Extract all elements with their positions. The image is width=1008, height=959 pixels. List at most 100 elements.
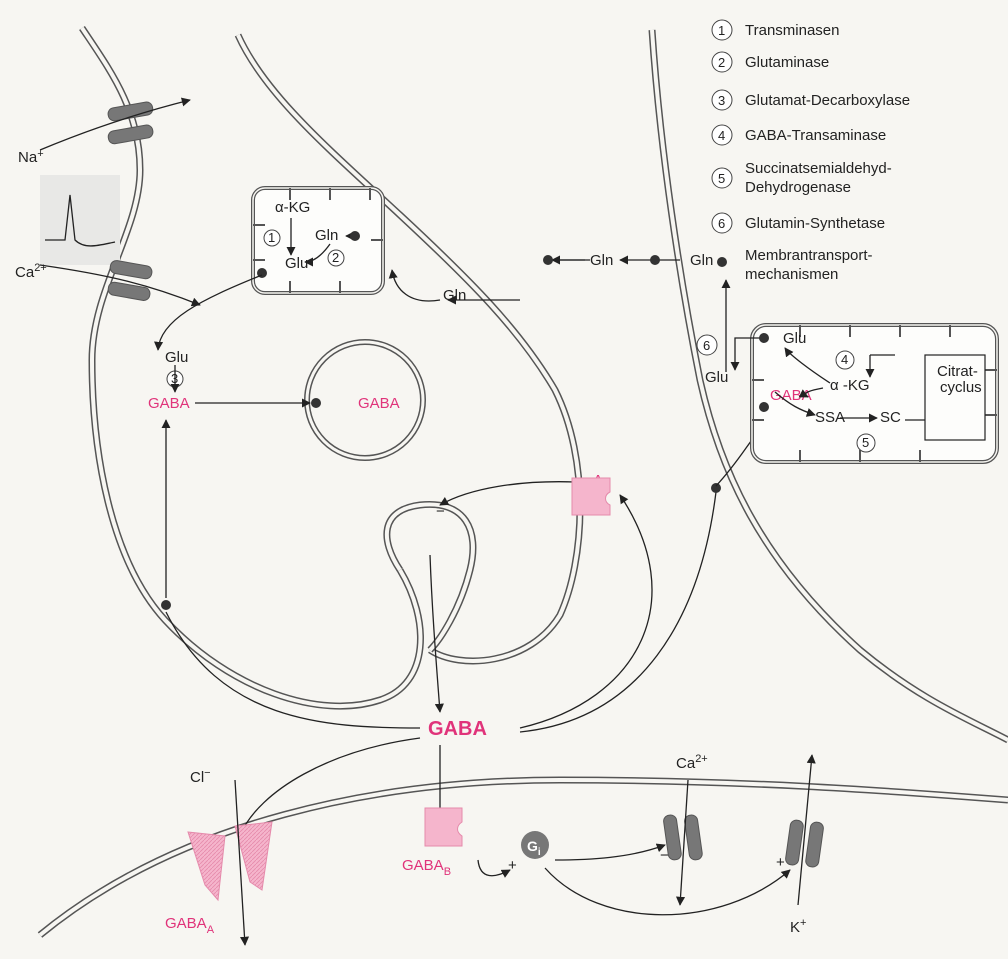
gln-cleft-label: Gln	[590, 252, 613, 269]
action-potential-inset	[40, 175, 120, 265]
legend-circle-6	[711, 212, 733, 234]
mito-akg-label: α-KG	[275, 199, 310, 216]
step-1-number: 1	[268, 230, 275, 245]
arrow-ca-postsynaptic	[675, 779, 689, 906]
ca-channel-postsynaptic	[663, 814, 703, 861]
step-2-circle	[327, 249, 345, 267]
legend: 1 Transminasen 2 Glutaminase 3 Glutamat-…	[711, 19, 910, 283]
k-channel	[785, 819, 824, 868]
step-4-circle	[835, 350, 855, 370]
arrow-glu-export	[730, 337, 764, 371]
cl-ion-label: Cl−	[190, 767, 211, 786]
legend-num-4: 4	[718, 128, 725, 143]
arrow-gabab-to-gi	[477, 859, 511, 878]
legend-num-1: 1	[718, 23, 725, 38]
arrow-gaba-reuptake-neuron	[165, 611, 421, 729]
arrow-gaba-to-ssa	[774, 391, 816, 417]
arrow-k-efflux	[797, 754, 816, 906]
gaba-synaptic-cleft-label: GABA	[428, 718, 487, 740]
glia-glu-in-label: Glu	[783, 330, 806, 347]
gaba-vesicle-label: GABA	[358, 395, 400, 412]
arrow-ca-influx	[39, 264, 201, 307]
gabaa-receptor	[187, 821, 273, 902]
arrow-autoreceptor-feedback	[439, 481, 577, 506]
transport-dot-mito-gln	[350, 231, 360, 241]
legend-transport-dot	[717, 257, 727, 267]
legend-transport-label-a: Membrantransport-	[745, 247, 873, 264]
gln-glia-out-label: Gln	[690, 252, 713, 269]
k-activation-plus: +	[776, 854, 785, 871]
step-6-circle	[696, 334, 718, 356]
arrow-gi-to-ca-channel	[554, 843, 666, 861]
transport-dot-glia-glu	[759, 333, 769, 343]
arrow-na-influx	[39, 97, 191, 151]
gi-protein	[521, 831, 549, 859]
gi-protein-label: Gi	[527, 838, 541, 858]
transport-dot-terminal-gln	[543, 255, 553, 265]
step-4-number: 4	[841, 352, 848, 367]
mitochondrion-glia	[750, 323, 999, 464]
arrow-gaba-to-glia	[519, 491, 717, 733]
citrat-label-2: cyclus	[940, 379, 982, 396]
autoreceptor-inhibition-sign: −	[436, 503, 445, 520]
step-1-circle	[263, 229, 281, 247]
legend-circle-2	[711, 51, 733, 73]
legend-label-4: GABA-Transaminase	[745, 127, 886, 144]
presynaptic-terminal-membrane	[234, 33, 584, 665]
citrat-label-1: Citrat-	[937, 363, 978, 380]
k-ion-label: K+	[790, 917, 806, 936]
gabab-receptor-label: GABAB	[402, 857, 451, 878]
legend-transport-label-b: mechanismen	[745, 266, 838, 283]
step-5-number: 5	[862, 435, 869, 450]
legend-label-5b: Dehydrogenase	[745, 179, 851, 196]
citrate-cycle-box	[924, 354, 986, 441]
mitochondrion-left	[251, 186, 385, 295]
arrow-gaba-to-gabaa	[239, 737, 421, 836]
gi-activation-plus: +	[508, 857, 517, 874]
step-2-number: 2	[332, 250, 339, 265]
arrow-cl-influx	[234, 779, 250, 946]
glia-akg-label: α -KG	[830, 377, 870, 394]
arrow-mito-glu-to-cyto	[154, 274, 263, 351]
arrow-gln-to-mito	[388, 269, 441, 302]
legend-label-3: Glutamat-Decarboxylase	[745, 92, 910, 109]
arrow-akg-to-glu	[784, 347, 831, 384]
legend-label-2: Glutaminase	[745, 54, 829, 71]
legend-num-5: 5	[718, 171, 725, 186]
gabab-receptor	[424, 807, 463, 847]
na-ion-label: Na+	[18, 148, 44, 166]
step-5-circle	[856, 433, 876, 453]
autoreceptor-a	[571, 477, 611, 516]
glia-sc-label: SC	[880, 409, 901, 426]
legend-circle-4	[711, 124, 733, 146]
gaba-cytoplasm-label: GABA	[148, 395, 190, 412]
gln-cyto-label: Gln	[443, 287, 466, 304]
legend-label-5a: Succinatsemialdehyd-	[745, 160, 892, 177]
glial-cell-membrane	[648, 29, 1008, 744]
presynaptic-axon-membrane	[79, 26, 424, 710]
na-channel	[107, 101, 154, 145]
ca-ion-label-postsynaptic: Ca2+	[676, 753, 708, 772]
mito-glu-label: Glu	[285, 255, 308, 272]
arrow-gaba-to-autoreceptor	[519, 494, 653, 729]
ca-channel-presynaptic	[107, 260, 153, 301]
legend-circle-3	[711, 89, 733, 111]
legend-label-6: Glutamin-Synthetase	[745, 215, 885, 232]
legend-num-2: 2	[718, 55, 725, 70]
ca-inhibition-minus: −	[660, 847, 669, 864]
transport-dot-glia-gaba	[711, 483, 721, 493]
arrow-gi-to-k-channel	[544, 867, 791, 916]
transport-dot-vesicle	[311, 398, 321, 408]
legend-num-3: 3	[718, 93, 725, 108]
legend-num-6: 6	[718, 216, 725, 231]
arrow-vesicle-release	[429, 554, 444, 713]
postsynaptic-membrane	[37, 776, 1008, 938]
exocytosis-vesicle	[383, 500, 477, 653]
mito-gln-label: Gln	[315, 227, 338, 244]
legend-label-1: Transminasen	[745, 22, 839, 39]
legend-circle-1	[711, 19, 733, 41]
arrow-gln-to-glu	[304, 243, 331, 267]
glia-ssa-label: SSA	[815, 409, 845, 426]
step-6-number: 6	[703, 338, 710, 353]
